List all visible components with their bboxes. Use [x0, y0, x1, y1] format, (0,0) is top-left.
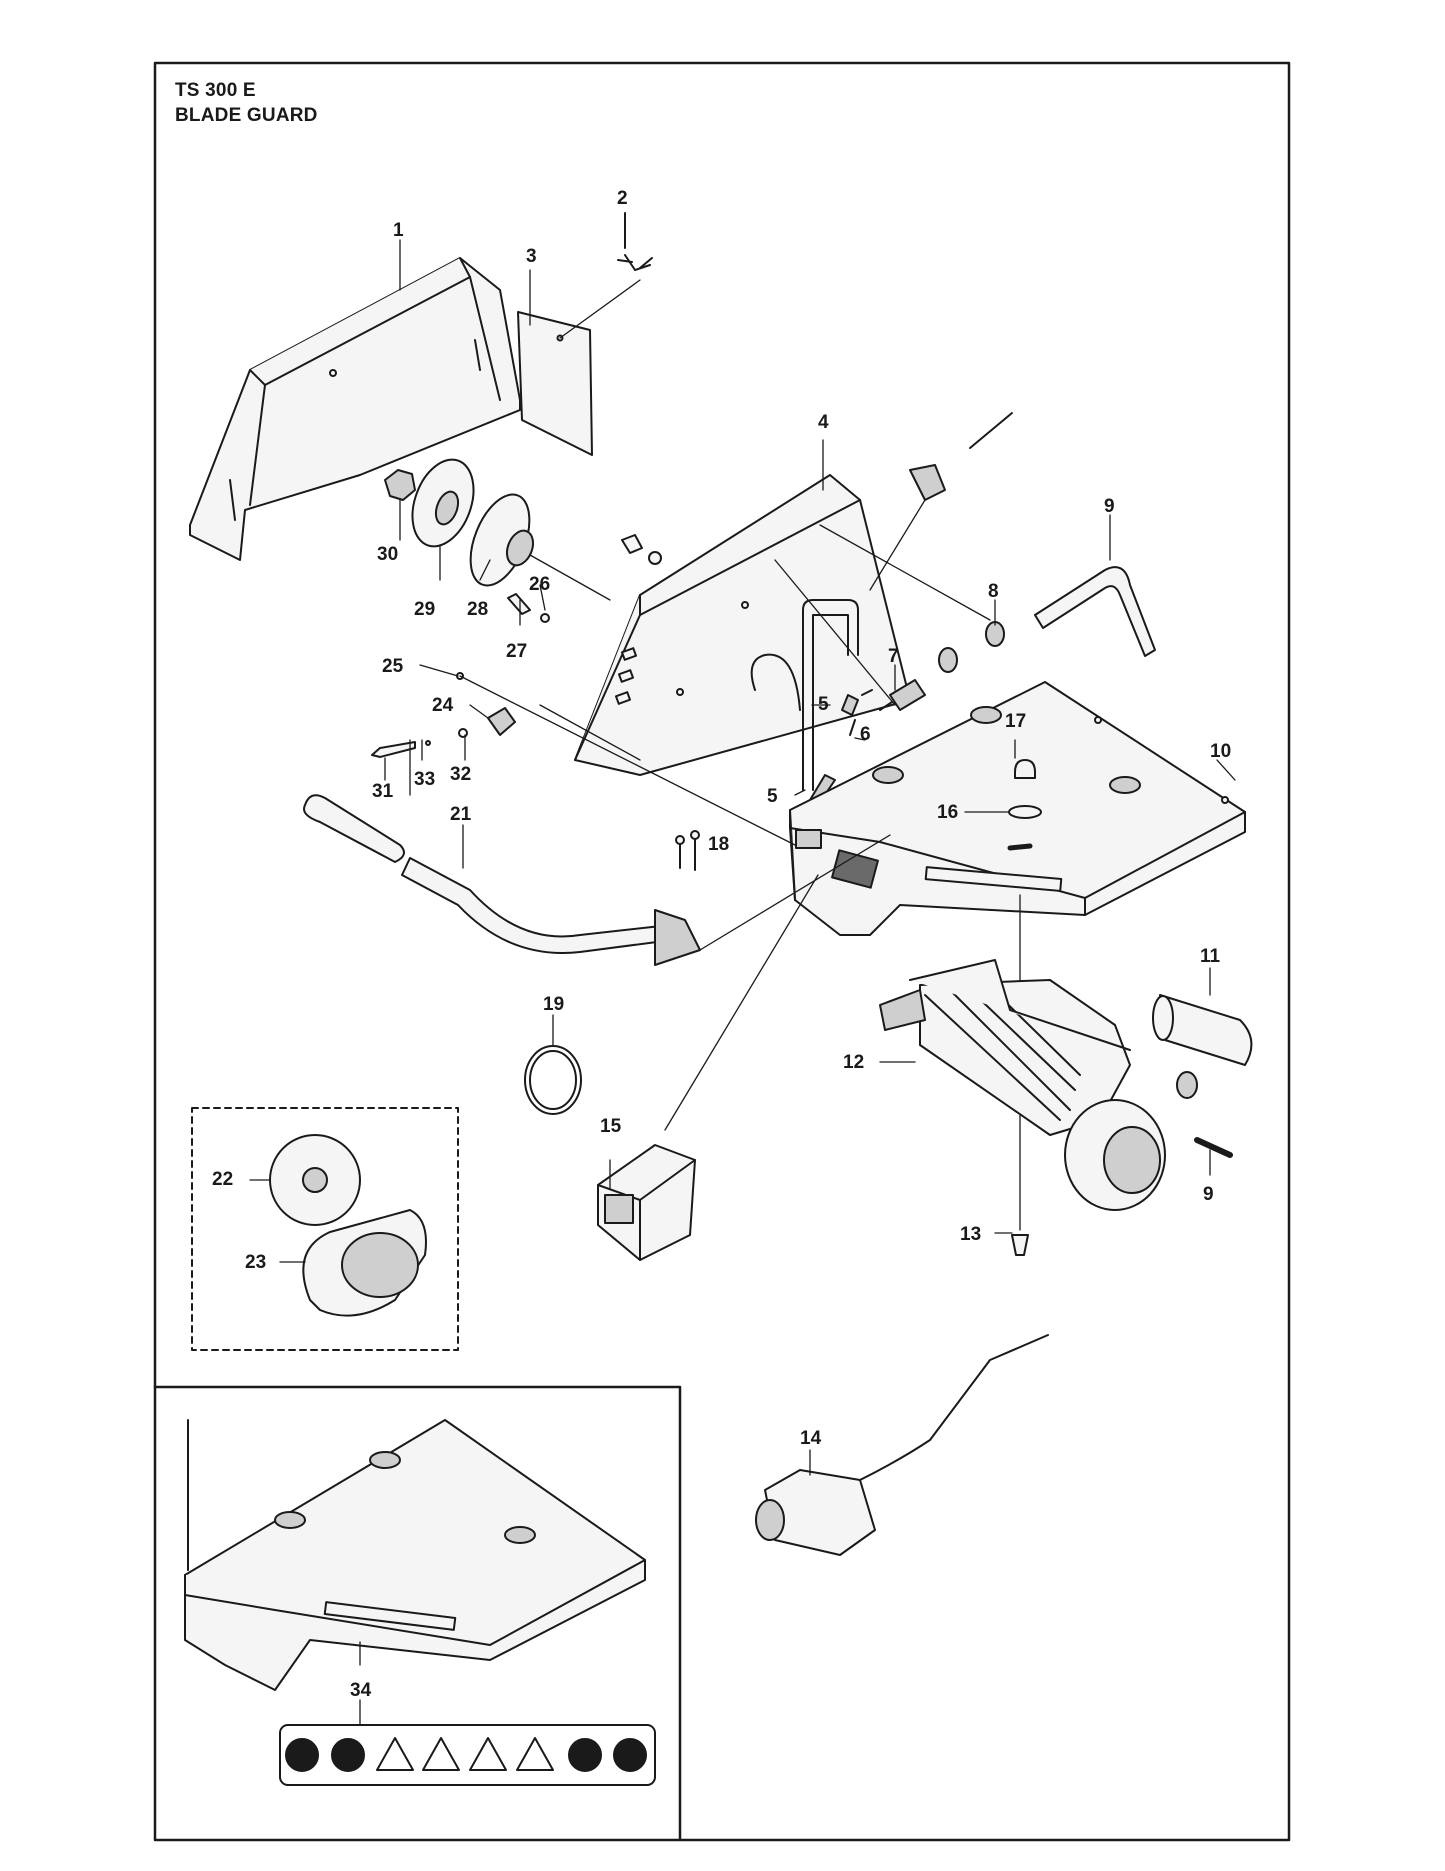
- callout-15: 15: [600, 1116, 622, 1137]
- part-3-plate: [517, 311, 593, 456]
- part-12-motor: [879, 959, 1198, 1211]
- part-15-switch-box: [597, 1144, 696, 1261]
- callout-19: 19: [543, 994, 564, 1015]
- callout-24: 24: [432, 695, 454, 716]
- callout-3: 3: [526, 246, 537, 267]
- part-16-washer: [1008, 805, 1042, 819]
- part-31-bolt: [371, 741, 416, 758]
- callout-12: 12: [843, 1052, 864, 1073]
- callout-11: 11: [1200, 946, 1221, 967]
- part-18-screws: [675, 830, 700, 871]
- callout-21: 21: [450, 804, 472, 825]
- part-30-nut: [384, 469, 416, 501]
- part-14-switch-assembly: [755, 1334, 1049, 1556]
- part-11-capacitor: [1152, 994, 1253, 1066]
- part-2-rivets: [617, 212, 653, 271]
- leader-knob: [869, 499, 926, 591]
- part-19-hose-clamp: [524, 1045, 582, 1115]
- callout-28: 28: [467, 599, 488, 620]
- ear-eye-protection-icon: [331, 1738, 365, 1772]
- callout-5b: 5: [767, 786, 778, 807]
- leader-housing-9: [819, 524, 991, 621]
- callout-13: 13: [960, 1224, 981, 1245]
- callout-25: 25: [382, 656, 404, 677]
- part-21-front-handle: [303, 794, 891, 966]
- section-title: BLADE GUARD: [175, 105, 318, 126]
- housing-bolt: [621, 534, 662, 565]
- part-6-y-connector: [841, 689, 873, 736]
- callout-16: 16: [937, 802, 958, 823]
- callout-29: 29: [414, 599, 435, 620]
- leader-15: [664, 874, 819, 1131]
- callout-1: 1: [393, 220, 404, 241]
- part-13-bolt: [1011, 1234, 1029, 1256]
- callout-6: 6: [860, 724, 871, 745]
- callout-34: 34: [350, 1680, 372, 1701]
- base-label-plate: [831, 849, 879, 889]
- part-22-fan: [269, 1134, 361, 1226]
- part-17-cap-nut: [1014, 759, 1036, 779]
- warning-icons: [285, 1737, 647, 1772]
- callout-33: 33: [414, 769, 435, 790]
- callout-9a: 9: [1104, 496, 1115, 517]
- dust-warning-icon: [469, 1737, 507, 1771]
- leader-housing-7: [774, 559, 896, 706]
- blade-damage-prohibited-icon: [568, 1738, 602, 1772]
- callout-22: 22: [212, 1169, 233, 1190]
- callout-17: 17: [1005, 711, 1026, 732]
- part-4-guard-housing: [574, 474, 911, 776]
- part-8-grommets: [938, 621, 1005, 673]
- callout-9b: 9: [1203, 1184, 1214, 1205]
- part-29-flange: [411, 458, 475, 548]
- part-9-handle-tube: [1034, 566, 1156, 657]
- warning-label-strip: [279, 1724, 656, 1786]
- part-33-ring: [425, 740, 431, 746]
- callout-27: 27: [506, 641, 527, 662]
- page-frame: [153, 61, 1291, 1842]
- leader-25: [459, 675, 796, 846]
- part-knob-top: [909, 464, 946, 501]
- kickback-warning-icon: [516, 1737, 554, 1771]
- top-bolt: [969, 412, 1013, 449]
- flying-debris-warning-icon: [422, 1737, 460, 1771]
- callout-23: 23: [245, 1252, 266, 1273]
- callout-14: 14: [800, 1428, 822, 1449]
- leader-2-3: [559, 279, 641, 339]
- part-34-base-frame-inset: [184, 1419, 646, 1691]
- part-23-fan-cover: [302, 1209, 427, 1317]
- warning-triangle-icon: [376, 1737, 414, 1771]
- callout-4: 4: [818, 412, 829, 433]
- callout-5a: 5: [818, 694, 829, 715]
- callout-32: 32: [450, 764, 471, 785]
- callout-2: 2: [617, 188, 628, 209]
- part-24-knob: [487, 707, 516, 736]
- leader-24: [539, 704, 641, 761]
- part-28-flange: [469, 493, 535, 587]
- leader-28: [529, 554, 611, 601]
- callout-leaders: [249, 239, 1236, 1726]
- callout-8: 8: [988, 581, 999, 602]
- callout-7: 7: [888, 646, 899, 667]
- callout-10: 10: [1210, 741, 1231, 762]
- part-1-guard-cover: [189, 257, 521, 561]
- callout-labels: 1 2 3 4 5 5 6 7 8 9 9 10 11 12 13 14 15 …: [212, 188, 1231, 1701]
- model-title: TS 300 E: [175, 80, 256, 101]
- callout-31: 31: [372, 781, 394, 802]
- read-manual-icon: [285, 1738, 319, 1772]
- part-27-bolt: [507, 593, 550, 623]
- inset-frame-34: [153, 1385, 682, 1842]
- callout-26: 26: [529, 574, 550, 595]
- part-32-washer: [458, 728, 468, 738]
- part-7-valve: [879, 679, 926, 711]
- part-9-pin: [1194, 1137, 1233, 1158]
- no-damaged-blade-icon: [613, 1738, 647, 1772]
- callout-30: 30: [377, 544, 398, 565]
- callout-18: 18: [708, 834, 729, 855]
- dashed-box-fan: [191, 1107, 459, 1351]
